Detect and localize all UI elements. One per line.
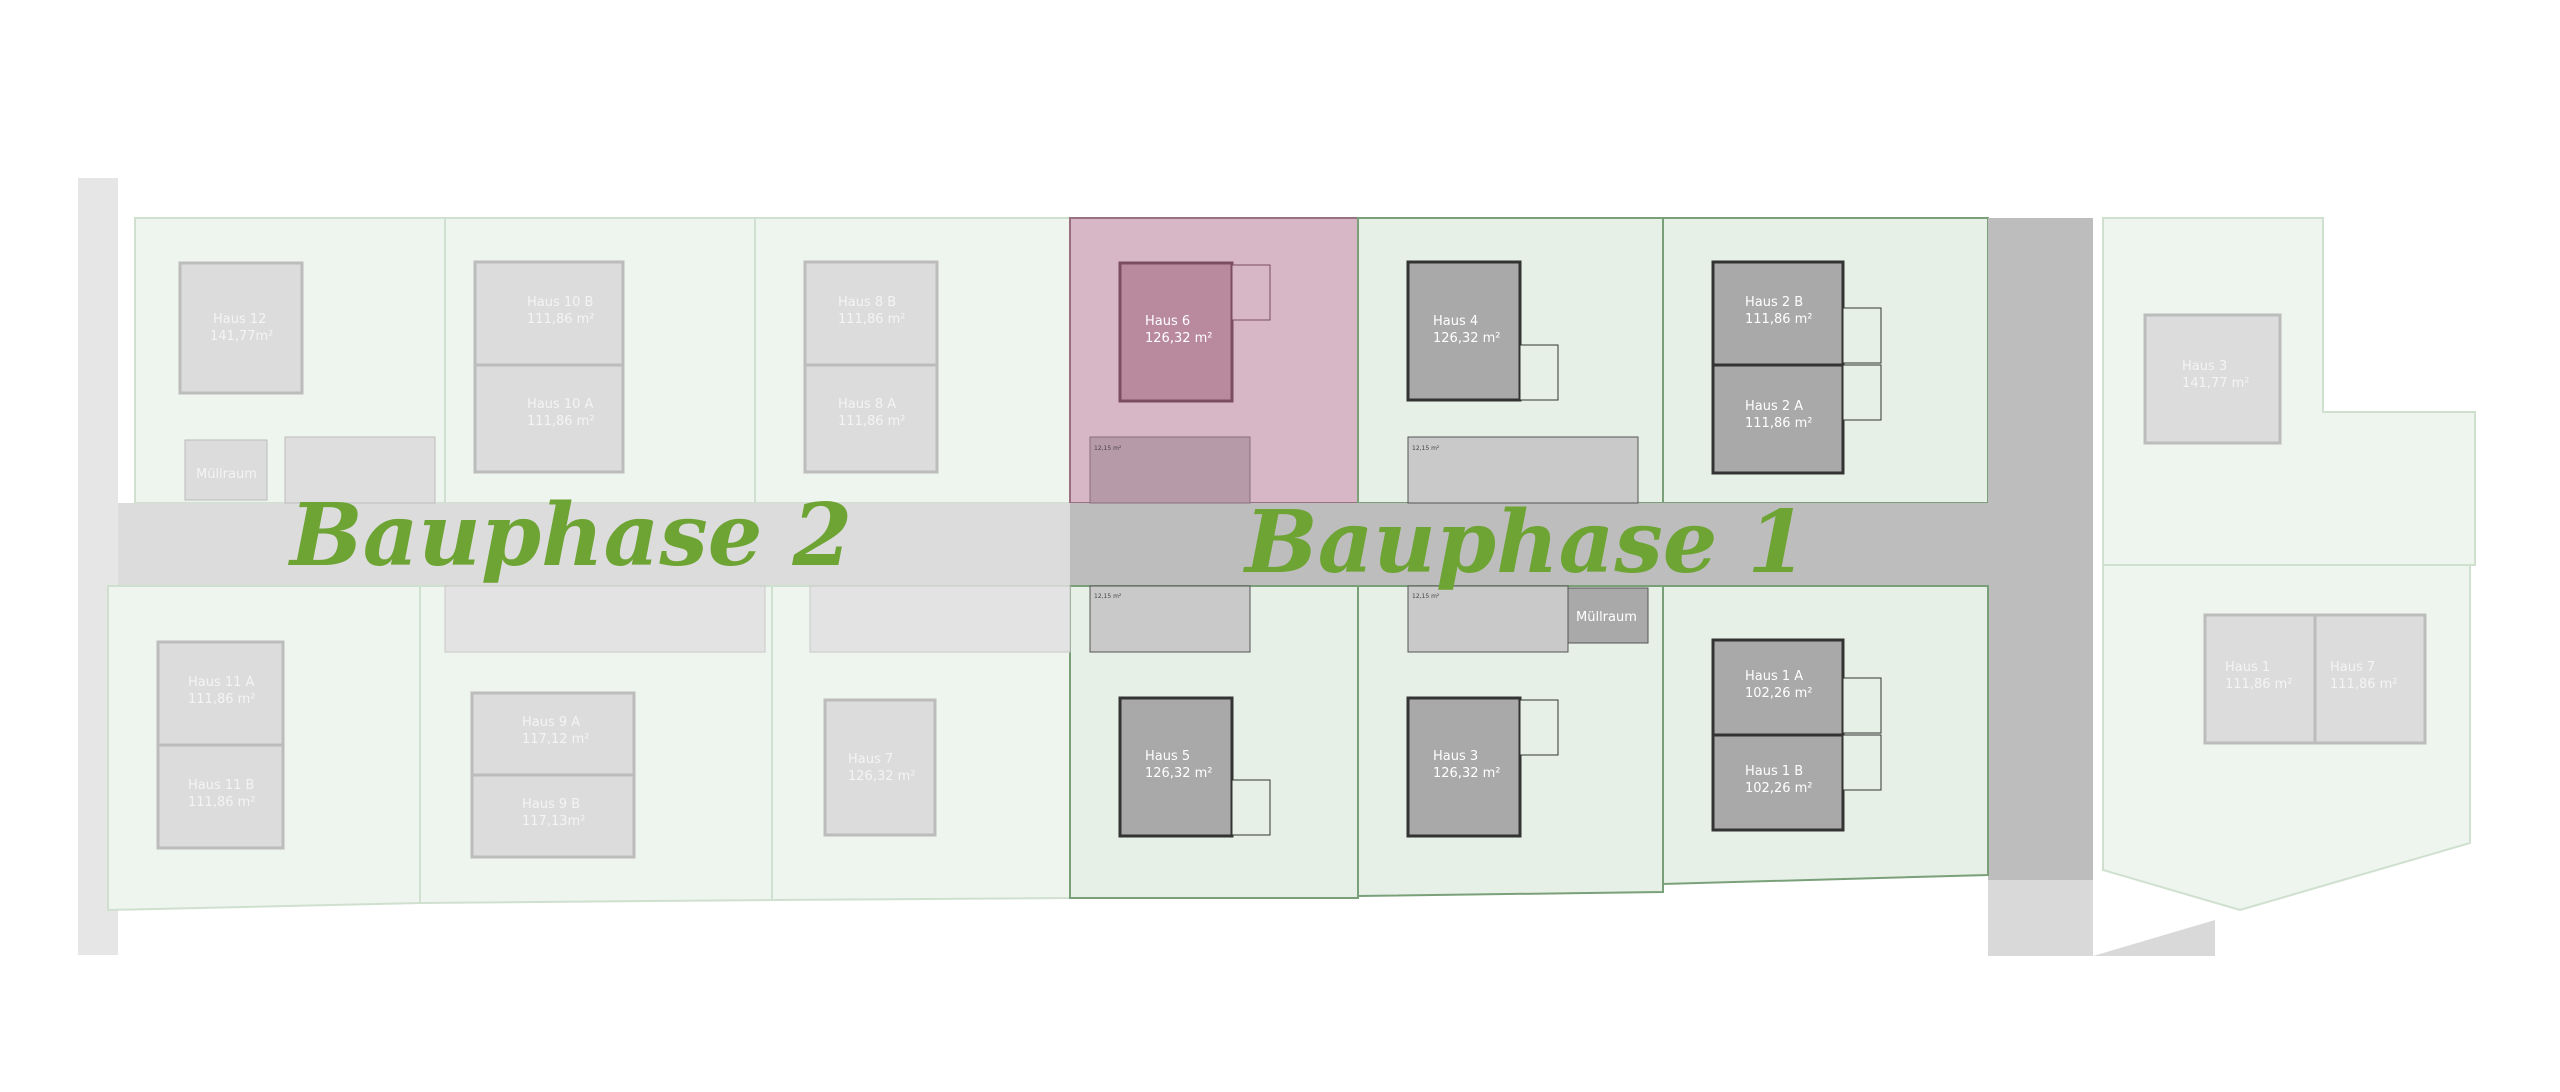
muellraum-east[interactable] xyxy=(1567,587,1649,644)
house-h10b-area: 111,86 m² xyxy=(527,312,595,327)
house-h9a-area: 117,12 m² xyxy=(522,732,590,747)
carports-south-w2 xyxy=(809,585,1071,653)
house-h6-name: Haus 6 xyxy=(1145,314,1190,329)
terrace-h3 xyxy=(1519,699,1559,756)
house-h3top-name: Haus 3 xyxy=(2182,359,2227,374)
road-east xyxy=(1070,503,1988,586)
terrace-h1a xyxy=(1842,677,1882,734)
house-h10a-name: Haus 10 A xyxy=(527,397,594,412)
carport-area-label: 12,15 m² xyxy=(1094,593,1122,600)
house-h1b-name: Haus 1 B xyxy=(1745,764,1803,779)
house-h12-area: 141,77m² xyxy=(210,329,273,344)
house-h7-east-name: Haus 7 xyxy=(2330,660,2375,675)
house-h1-east[interactable] xyxy=(2203,613,2317,745)
terrace-h1b xyxy=(1842,734,1882,791)
carports-north-w xyxy=(284,436,436,504)
house-h10a[interactable] xyxy=(473,363,625,474)
house-h7-east-area: 111,86 m² xyxy=(2330,677,2398,692)
carports-south-h3 xyxy=(1407,585,1569,653)
house-h6-area: 126,32 m² xyxy=(1145,331,1213,346)
house-h7-name: Haus 7 xyxy=(848,752,893,767)
terrace-h4 xyxy=(1519,344,1559,401)
house-h1a-area: 102,26 m² xyxy=(1745,686,1813,701)
house-h8b-name: Haus 8 B xyxy=(838,295,896,310)
house-h3-area: 126,32 m² xyxy=(1433,766,1501,781)
carports-north-h4 xyxy=(1407,436,1639,504)
carports-south-h5 xyxy=(1089,585,1251,653)
house-h7[interactable] xyxy=(823,698,937,837)
house-h11a-area: 111,86 m² xyxy=(188,692,256,707)
house-h9a[interactable] xyxy=(470,691,636,777)
phase2-label: Bauphase 2 xyxy=(287,485,852,586)
house-h2b-name: Haus 2 B xyxy=(1745,295,1803,310)
carports-north-h6 xyxy=(1089,436,1251,504)
house-h2a-name: Haus 2 A xyxy=(1745,399,1803,414)
carports-south-w1 xyxy=(444,585,766,653)
house-h6[interactable] xyxy=(1118,261,1234,403)
house-h9b-name: Haus 9 B xyxy=(522,797,580,812)
house-h3-name: Haus 3 xyxy=(1433,749,1478,764)
house-h11b-area: 111,86 m² xyxy=(188,795,256,810)
house-h8a[interactable] xyxy=(803,363,939,474)
house-h7-area: 126,32 m² xyxy=(848,769,916,784)
house-h8a-name: Haus 8 A xyxy=(838,397,896,412)
house-h3top-area: 141,77 m² xyxy=(2182,376,2250,391)
house-h11b[interactable] xyxy=(156,743,285,850)
carport-area-label: 12,15 m² xyxy=(1412,445,1440,452)
house-h12-name: Haus 12 xyxy=(213,312,266,327)
terrace-h5 xyxy=(1231,779,1271,836)
house-h5-name: Haus 5 xyxy=(1145,749,1190,764)
road-south-end xyxy=(1988,880,2215,956)
house-h10b-name: Haus 10 B xyxy=(527,295,593,310)
house-h1b-area: 102,26 m² xyxy=(1745,781,1813,796)
house-h2b-area: 111,86 m² xyxy=(1745,312,1813,327)
house-h1b[interactable] xyxy=(1711,733,1845,832)
house-h11b-name: Haus 11 B xyxy=(188,778,254,793)
muellraum-west[interactable] xyxy=(184,439,268,501)
carport-area-label: 12,15 m² xyxy=(1412,593,1440,600)
house-h5[interactable] xyxy=(1118,696,1234,838)
house-h8b[interactable] xyxy=(803,260,939,367)
house-h1-east-name: Haus 1 xyxy=(2225,660,2270,675)
house-h3-east[interactable] xyxy=(2143,313,2282,445)
carport-area-label: 12,15 m² xyxy=(1094,445,1122,452)
terrace-h2b xyxy=(1842,307,1882,364)
road-west xyxy=(118,503,1070,586)
house-h1-east-area: 111,86 m² xyxy=(2225,677,2293,692)
house-h4[interactable] xyxy=(1406,260,1522,402)
terrace-h6 xyxy=(1231,264,1271,321)
house-h9a-name: Haus 9 A xyxy=(522,715,580,730)
house-h10a-area: 111,86 m² xyxy=(527,414,595,429)
house-h7-east[interactable] xyxy=(2313,613,2427,745)
house-h9b-area: 117,13m² xyxy=(522,814,585,829)
house-h8b-area: 111,86 m² xyxy=(838,312,906,327)
house-h3[interactable] xyxy=(1406,696,1522,838)
house-h2b[interactable] xyxy=(1711,260,1845,367)
house-h11a-name: Haus 11 A xyxy=(188,675,255,690)
house-h12[interactable] xyxy=(178,261,304,395)
terrace-h2a xyxy=(1842,364,1882,421)
house-h2a[interactable] xyxy=(1711,363,1845,475)
house-h2a-area: 111,86 m² xyxy=(1745,416,1813,431)
house-h5-area: 126,32 m² xyxy=(1145,766,1213,781)
house-h4-area: 126,32 m² xyxy=(1433,331,1501,346)
house-h9b[interactable] xyxy=(470,773,636,859)
house-h4-name: Haus 4 xyxy=(1433,314,1478,329)
house-h1a-name: Haus 1 A xyxy=(1745,669,1803,684)
phase1-label: Bauphase 1 xyxy=(1242,492,1807,593)
muellraum-east-label: Müllraum xyxy=(1576,610,1637,625)
road-north-south xyxy=(1988,218,2093,956)
house-h10b[interactable] xyxy=(473,260,625,367)
house-h8a-area: 111,86 m² xyxy=(838,414,906,429)
muellraum-west-label: Müllraum xyxy=(196,467,257,482)
